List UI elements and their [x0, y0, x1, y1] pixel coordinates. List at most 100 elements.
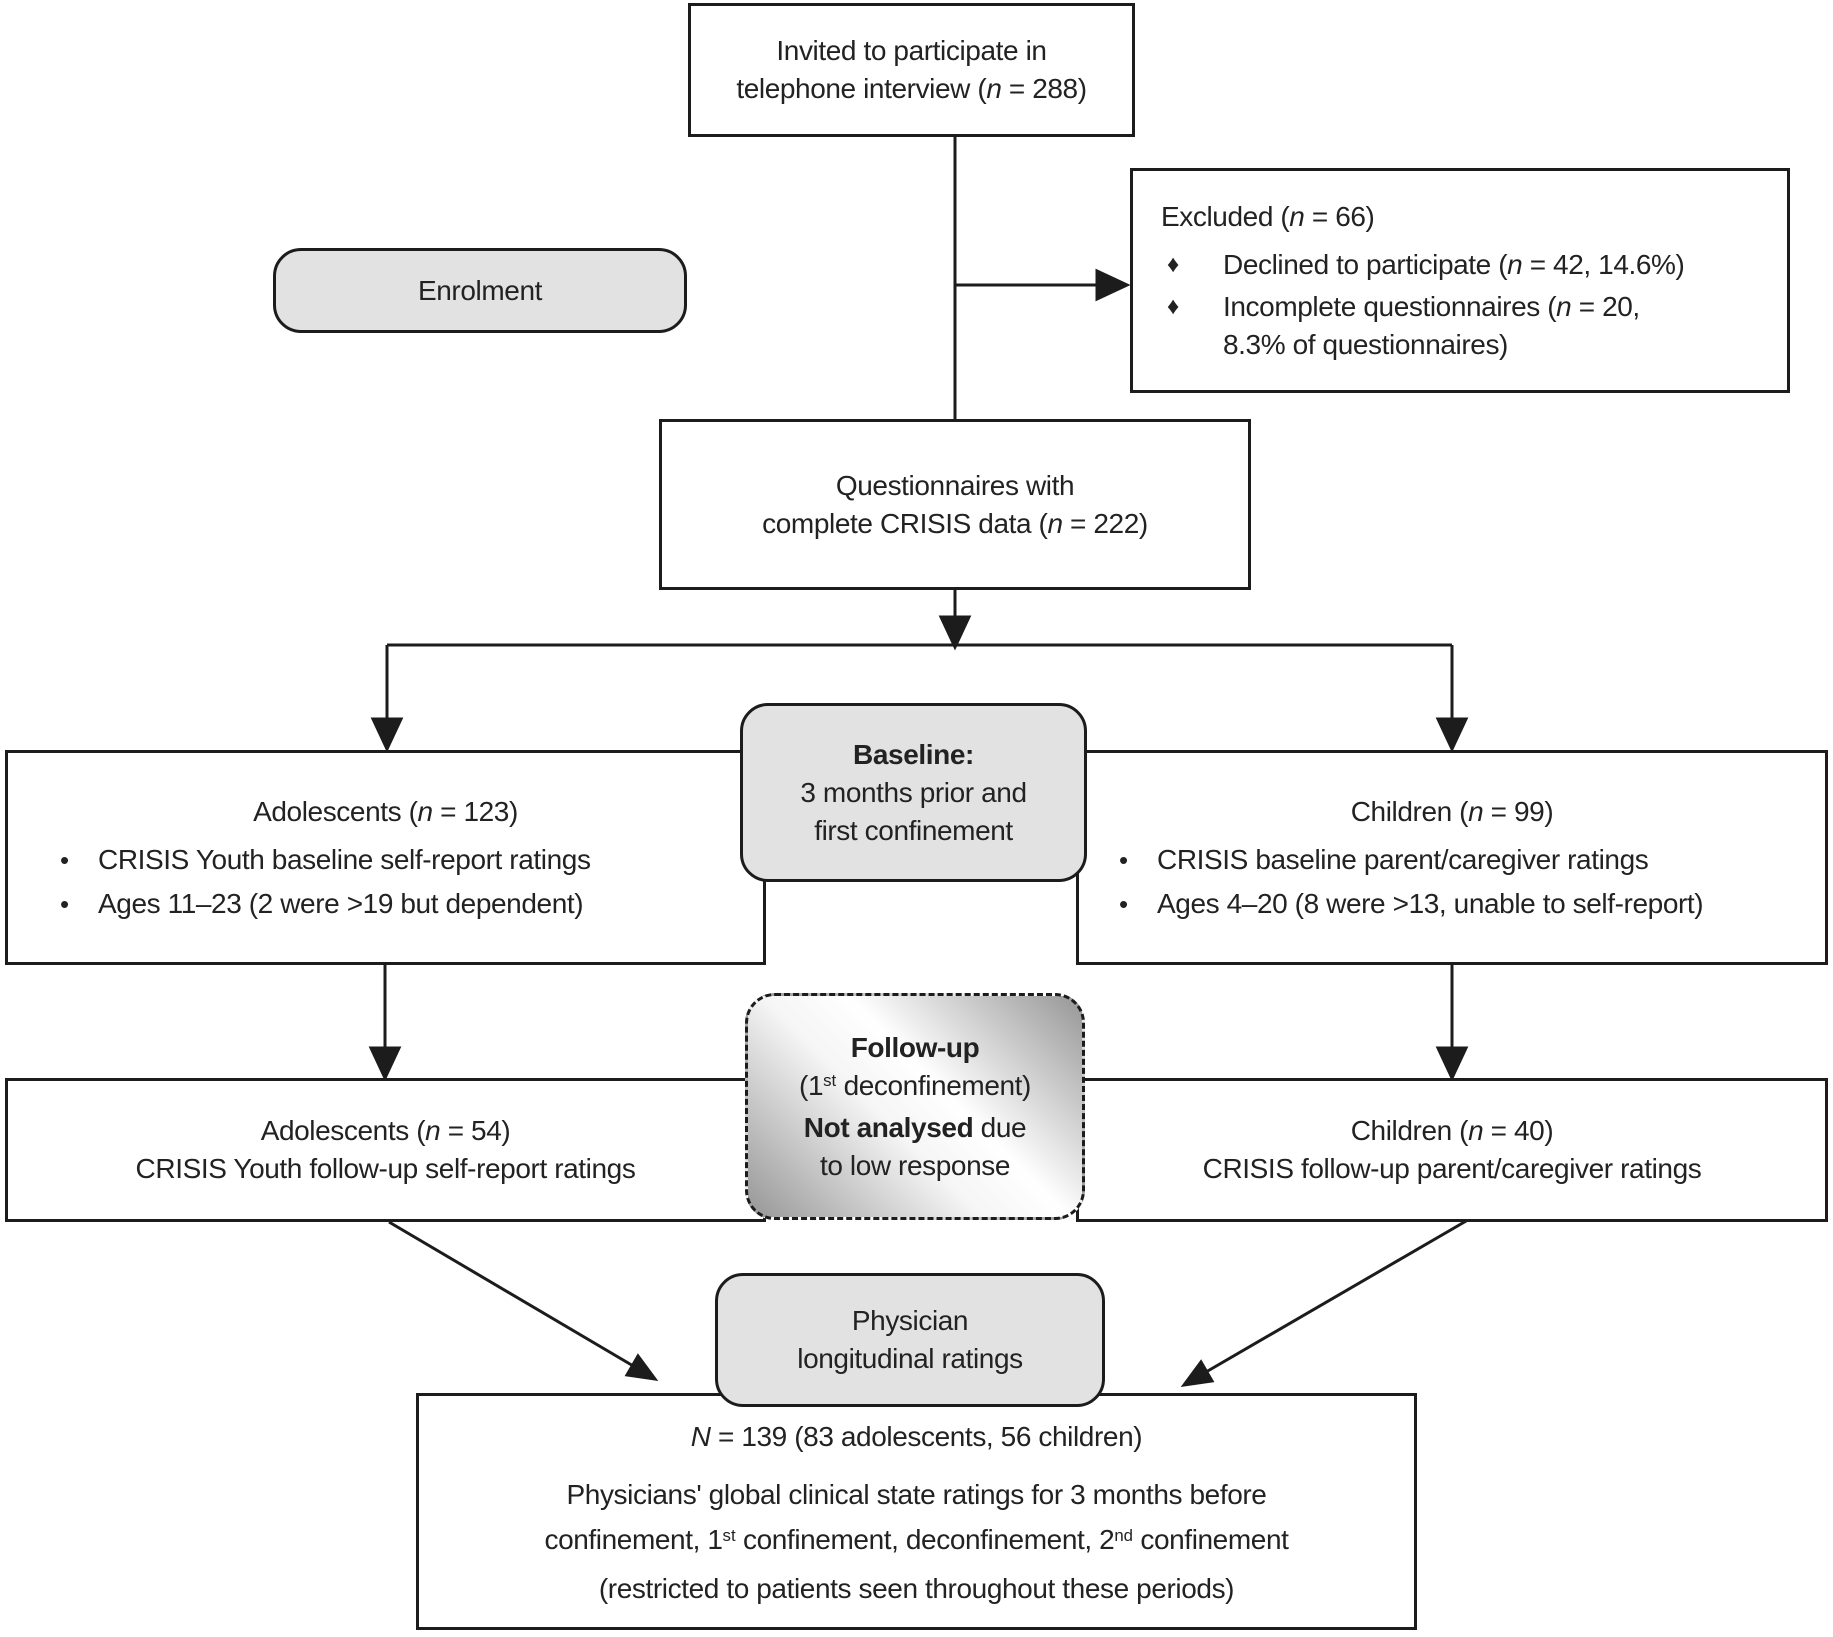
children-title-post: = 99) — [1483, 795, 1554, 827]
adolescents-followup-box: Adolescents (n = 54) CRISIS Youth follow… — [5, 1078, 766, 1222]
excluded-item-1: ♦ Declined to participate (n = 42, 14.6%… — [1133, 246, 1787, 284]
physician-line2: longitudinal ratings — [797, 1343, 1023, 1374]
dot-bullet-icon: • — [1119, 844, 1128, 875]
child-followup-title-pre: Children ( — [1350, 1115, 1469, 1146]
arrowhead-adol-followup — [368, 1046, 402, 1082]
adolescents-baseline-box: Adolescents (n = 123) • CRISIS Youth base… — [5, 750, 766, 965]
invited-line2: telephone interview (n = 288) — [736, 70, 1087, 108]
invited-box: Invited to participate in telephone inte… — [688, 3, 1135, 137]
dot-bullet-icon: • — [60, 844, 69, 875]
final-line1-post: = 139 (83 adolescents, 56 children) — [710, 1421, 1143, 1452]
superscript-nd: nd — [1114, 1525, 1133, 1545]
adolescents-bullet-1: • CRISIS Youth baseline self-report ratin… — [8, 841, 763, 879]
followup-line3-bold: Not analysed — [803, 1111, 974, 1143]
adol-followup-line2: CRISIS Youth follow-up self-report ratin… — [135, 1153, 636, 1184]
n-symbol: n — [1507, 248, 1523, 280]
questionnaires-line2: complete CRISIS data (n = 222) — [762, 505, 1148, 543]
adolescents-bullet-2: • Ages 11–23 (2 were >19 but dependent) — [8, 885, 763, 923]
excluded-item-2: ♦ Incomplete questionnaires (n = 20,8.3%… — [1133, 288, 1787, 364]
final-line1: N = 139 (83 adolescents, 56 children) — [690, 1418, 1143, 1456]
arrowhead-excluded — [1095, 268, 1131, 302]
followup-line3: Not analysed due — [803, 1109, 1027, 1147]
N-symbol: N — [690, 1421, 711, 1452]
n-symbol: n — [417, 795, 434, 827]
followup-line3-rest: due — [973, 1111, 1027, 1143]
n-symbol: n — [1468, 795, 1484, 827]
arrowhead-child-followup — [1435, 1046, 1469, 1082]
baseline-line1: Baseline: — [853, 738, 974, 770]
dot-bullet-icon: • — [1119, 888, 1128, 919]
excluded-item-2-text: Incomplete questionnaires (n = 20,8.3% o… — [1223, 288, 1640, 364]
excluded-item1-pre: Declined to participate ( — [1223, 248, 1508, 280]
children-followup-box: Children (n = 40) CRISIS follow-up paren… — [1076, 1078, 1828, 1222]
followup-line2-post: deconfinement) — [836, 1069, 1032, 1101]
baseline-label-box: Baseline: 3 months prior and first confi… — [740, 703, 1087, 882]
n-symbol: n — [986, 73, 1002, 104]
n-symbol: n — [1556, 290, 1572, 322]
children-title: Children (n = 99) — [1079, 793, 1825, 831]
superscript-st: st — [823, 1071, 837, 1091]
followup-label-box: Follow-up (1st deconfinement) Not analys… — [745, 993, 1085, 1220]
arrowhead-final-left — [624, 1353, 659, 1381]
baseline-line3: first confinement — [814, 814, 1013, 846]
n-symbol: n — [1289, 200, 1305, 232]
connector-adol-followup-final — [388, 1220, 636, 1369]
arrowhead-final-right — [1180, 1359, 1215, 1387]
final-line3-c: confinement — [1132, 1524, 1289, 1555]
excluded-item-1-text: Declined to participate (n = 42, 14.6%) — [1223, 246, 1685, 284]
child-followup-line2: CRISIS follow-up parent/caregiver rating… — [1202, 1153, 1702, 1184]
invited-line2-post: = 288) — [1001, 73, 1087, 104]
final-line4: (restricted to patients seen throughout … — [598, 1573, 1235, 1604]
adolescents-title-post: = 123) — [432, 795, 518, 827]
dot-bullet-icon: • — [60, 888, 69, 919]
arrowhead-children — [1435, 717, 1469, 753]
n-symbol: n — [425, 1115, 441, 1146]
final-line3-a: confinement, 1 — [544, 1524, 723, 1555]
children-baseline-box: Children (n = 99) • CRISIS baseline paren… — [1076, 750, 1828, 965]
followup-line2: (1st deconfinement) — [799, 1067, 1031, 1109]
diamond-bullet-icon: ♦ — [1167, 292, 1179, 320]
adol-followup-title-pre: Adolescents ( — [260, 1115, 426, 1146]
adolescents-bullet-1-text: CRISIS Youth baseline self-report rating… — [98, 843, 591, 875]
questionnaires-line2-post: = 222) — [1062, 507, 1148, 539]
enrolment-label: Enrolment — [417, 274, 542, 306]
child-followup-title-post: = 40) — [1483, 1115, 1554, 1146]
children-bullet-1: • CRISIS baseline parent/caregiver rating… — [1079, 841, 1825, 879]
questionnaires-line1: Questionnaires with — [835, 469, 1075, 501]
followup-line1: Follow-up — [850, 1031, 980, 1063]
baseline-line2: 3 months prior and — [800, 776, 1027, 808]
diamond-bullet-icon: ♦ — [1167, 250, 1179, 278]
followup-line4: to low response — [819, 1149, 1011, 1181]
physician-line1: Physician — [851, 1305, 969, 1336]
questionnaires-line2-pre: complete CRISIS data ( — [762, 507, 1048, 539]
invited-line1: Invited to participate in — [776, 35, 1047, 66]
final-line3: confinement, 1st confinement, deconfinem… — [544, 1524, 1288, 1555]
children-bullet-1-text: CRISIS baseline parent/caregiver ratings — [1157, 843, 1649, 875]
excluded-title: Excluded (n = 66) — [1133, 198, 1787, 242]
adolescents-title: Adolescents (n = 123) — [8, 793, 763, 831]
adolescents-bullet-2-text: Ages 11–23 (2 were >19 but dependent) — [98, 887, 584, 919]
followup-line2-pre: (1 — [799, 1069, 824, 1101]
excluded-item2-line2: 8.3% of questionnaires) — [1223, 328, 1508, 360]
adol-followup-title-post: = 54) — [440, 1115, 511, 1146]
final-line2: Physicians' global clinical state rating… — [566, 1479, 1267, 1510]
physician-label-box: Physician longitudinal ratings — [715, 1273, 1105, 1407]
questionnaires-box: Questionnaires with complete CRISIS data… — [659, 419, 1251, 590]
children-bullet-2: • Ages 4–20 (8 were >13, unable to self-r… — [1079, 885, 1825, 923]
arrowhead-adolescents — [370, 717, 404, 753]
final-line3-b: confinement, deconfinement, 2 — [735, 1524, 1115, 1555]
superscript-st: st — [722, 1525, 736, 1545]
final-box: N = 139 (83 adolescents, 56 children) Ph… — [416, 1393, 1417, 1630]
children-bullet-2-text: Ages 4–20 (8 were >13, unable to self-re… — [1157, 887, 1704, 919]
enrolment-label-box: Enrolment — [273, 248, 687, 333]
excluded-item1-post: = 42, 14.6%) — [1522, 248, 1685, 280]
arrowhead-split — [938, 615, 972, 651]
excluded-title-post: = 66) — [1304, 200, 1375, 232]
n-symbol: n — [1047, 507, 1063, 539]
final-paragraph: Physicians' global clinical state rating… — [544, 1472, 1288, 1611]
excluded-title-pre: Excluded ( — [1161, 200, 1290, 232]
children-title-pre: Children ( — [1350, 795, 1469, 827]
n-symbol: n — [1468, 1115, 1484, 1146]
excluded-item2-pre: Incomplete questionnaires ( — [1223, 290, 1557, 322]
